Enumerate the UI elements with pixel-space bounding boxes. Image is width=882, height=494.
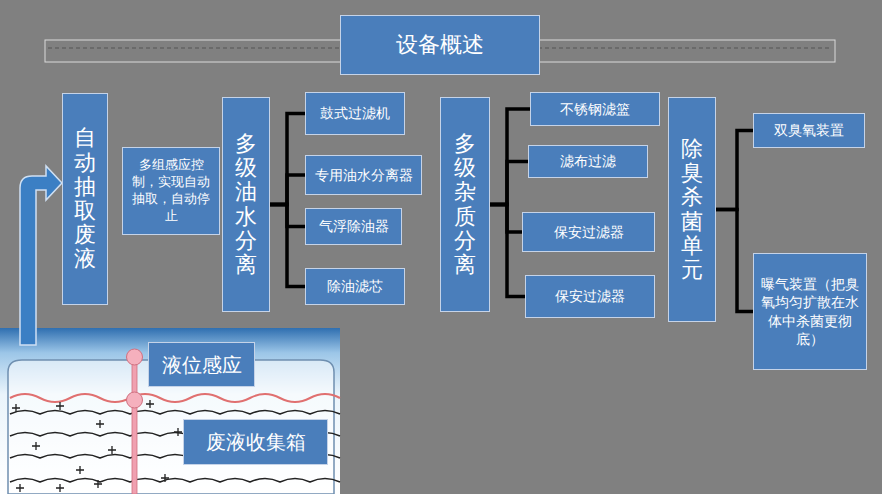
liquid-wave bbox=[10, 411, 340, 415]
particle-mark bbox=[108, 446, 116, 454]
bracket-connector bbox=[716, 210, 753, 312]
process-box: 专用油水分离器 bbox=[305, 155, 422, 195]
box-label: 气浮除油器 bbox=[319, 217, 389, 235]
process-box: 除油滤芯 bbox=[305, 268, 405, 305]
liquid-wave bbox=[10, 479, 340, 483]
process-box: 气浮除油器 bbox=[305, 208, 402, 245]
box-label: 专用油水分离器 bbox=[315, 166, 413, 184]
process-box: 曝气装置（把臭氧均匀扩散在水体中杀菌更彻底） bbox=[753, 253, 867, 370]
stage-box: 自动抽取废液 bbox=[62, 93, 108, 305]
box-label: 多级油水分离 bbox=[235, 132, 257, 277]
bracket-connector bbox=[490, 162, 528, 205]
box-label: 曝气装置（把臭氧均匀扩散在水体中杀菌更彻底） bbox=[758, 275, 862, 348]
particle-mark bbox=[174, 428, 182, 436]
box-label: 除油滤芯 bbox=[327, 277, 383, 295]
box-label: 保安过滤器 bbox=[555, 287, 625, 305]
process-box: 保安过滤器 bbox=[525, 275, 655, 318]
box-label: 双臭氧装置 bbox=[774, 121, 844, 139]
label-box: 液位感应 bbox=[148, 342, 255, 387]
particle-mark bbox=[94, 480, 102, 488]
particle-mark bbox=[56, 402, 64, 410]
bracket-connector bbox=[490, 205, 525, 297]
process-box: 滤布过滤 bbox=[528, 145, 648, 178]
box-label: 设备概述 bbox=[396, 31, 484, 60]
particle-mark bbox=[96, 420, 104, 428]
bracket-connector bbox=[270, 114, 305, 205]
flow-arrow bbox=[20, 166, 62, 345]
particle-mark bbox=[12, 404, 20, 412]
bracket-connector bbox=[716, 131, 753, 210]
tank-illustration bbox=[0, 328, 340, 494]
process-box: 保安过滤器 bbox=[522, 212, 655, 252]
process-box: 双臭氧装置 bbox=[753, 113, 865, 148]
box-label: 不锈钢滤篮 bbox=[560, 100, 630, 118]
float-ball bbox=[127, 349, 143, 365]
stage-box: 除臭杀菌单元 bbox=[668, 97, 716, 322]
particle-mark bbox=[16, 484, 24, 492]
bracket-connector bbox=[270, 205, 305, 287]
box-label: 液位感应 bbox=[162, 352, 242, 378]
stage-box: 多级油水分离 bbox=[222, 97, 270, 312]
label-box: 废液收集箱 bbox=[183, 419, 328, 465]
title-box: 设备概述 bbox=[340, 15, 540, 75]
box-label: 多级杂质分离 bbox=[454, 132, 476, 277]
process-box: 不锈钢滤篮 bbox=[530, 92, 660, 126]
box-label: 保安过滤器 bbox=[554, 223, 624, 241]
box-label: 多组感应控制，实现自动抽取，自动停止 bbox=[127, 157, 215, 225]
particle-mark bbox=[146, 400, 154, 408]
particle-mark bbox=[161, 474, 169, 482]
bracket-connector bbox=[270, 175, 305, 205]
bracket-connector bbox=[490, 109, 530, 205]
particle-mark bbox=[76, 466, 84, 474]
particle-mark bbox=[32, 442, 40, 450]
note-box: 多组感应控制，实现自动抽取，自动停止 bbox=[122, 147, 220, 235]
process-box: 鼓式过滤机 bbox=[305, 92, 405, 135]
box-label: 鼓式过滤机 bbox=[320, 104, 390, 122]
box-label: 除臭杀菌单元 bbox=[681, 137, 703, 282]
box-label: 自动抽取废液 bbox=[74, 126, 96, 271]
box-label: 废液收集箱 bbox=[206, 429, 306, 455]
particle-mark bbox=[56, 484, 64, 492]
box-label: 滤布过滤 bbox=[560, 152, 616, 170]
stage-box: 多级杂质分离 bbox=[440, 97, 490, 312]
float-ball bbox=[127, 392, 143, 408]
level-pole bbox=[132, 356, 137, 494]
